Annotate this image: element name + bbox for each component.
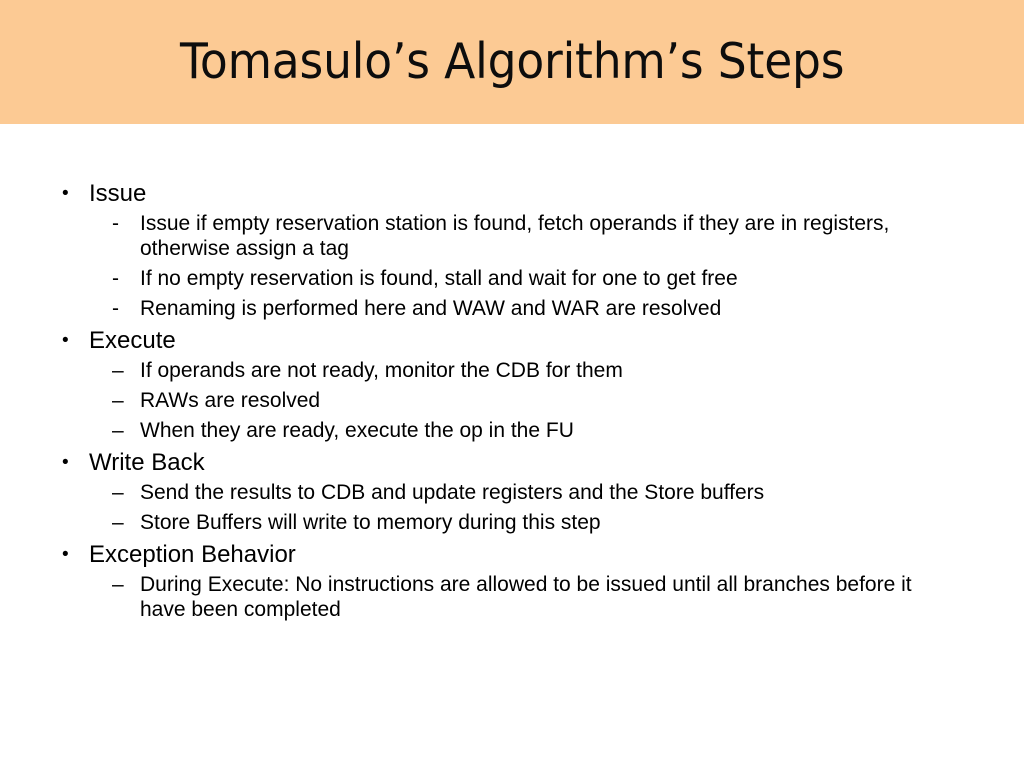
bullet-dot-icon: •	[62, 330, 69, 351]
sub-bullet-text: If operands are not ready, monitor the C…	[140, 359, 623, 382]
bullet-level2: – When they are ready, execute the op in…	[55, 418, 964, 443]
bullet-level2: – Send the results to CDB and update reg…	[55, 480, 964, 505]
bullet-level1: • Issue	[55, 179, 964, 209]
endash-marker-icon: –	[112, 389, 124, 412]
section-heading: Exception Behavior	[89, 541, 296, 568]
dash-marker-icon: -	[112, 267, 119, 290]
endash-marker-icon: –	[112, 511, 124, 534]
bullet-level1: • Exception Behavior	[55, 540, 964, 570]
sub-bullet-text: Renaming is performed here and WAW and W…	[140, 297, 722, 320]
bullet-level2: - Renaming is performed here and WAW and…	[55, 296, 964, 321]
bullet-level2: - Issue if empty reservation station is …	[55, 211, 964, 261]
endash-marker-icon: –	[112, 359, 124, 382]
section-heading: Write Back	[89, 449, 205, 476]
endash-marker-icon: –	[112, 481, 124, 504]
bullet-dot-icon: •	[62, 183, 69, 204]
sub-bullet-text: Issue if empty reservation station is fo…	[140, 212, 890, 260]
sub-bullet-text: During Execute: No instructions are allo…	[140, 573, 912, 621]
dash-marker-icon: -	[112, 297, 119, 320]
bullet-level2: – If operands are not ready, monitor the…	[55, 358, 964, 383]
sub-bullet-text: Store Buffers will write to memory durin…	[140, 511, 601, 534]
section-write-back: • Write Back – Send the results to CDB a…	[55, 448, 964, 535]
sub-bullet-text: Send the results to CDB and update regis…	[140, 481, 765, 504]
endash-marker-icon: –	[112, 573, 124, 596]
endash-marker-icon: –	[112, 419, 124, 442]
section-heading: Issue	[89, 180, 147, 207]
section-exception-behavior: • Exception Behavior – During Execute: N…	[55, 540, 964, 622]
bullet-level1: • Write Back	[55, 448, 964, 478]
bullet-level2: – Store Buffers will write to memory dur…	[55, 510, 964, 535]
slide-body: • Issue - Issue if empty reservation sta…	[0, 124, 1024, 768]
bullet-level2: - If no empty reservation is found, stal…	[55, 266, 964, 291]
section-execute: • Execute – If operands are not ready, m…	[55, 326, 964, 443]
bullet-level1: • Execute	[55, 326, 964, 356]
section-heading: Execute	[89, 327, 176, 354]
sub-bullet-text: When they are ready, execute the op in t…	[140, 419, 574, 442]
bullet-level2: – During Execute: No instructions are al…	[55, 572, 964, 622]
sub-bullet-text: RAWs are resolved	[140, 389, 321, 412]
sub-bullet-text: If no empty reservation is found, stall …	[140, 267, 738, 290]
bullet-dot-icon: •	[62, 544, 69, 565]
section-issue: • Issue - Issue if empty reservation sta…	[55, 179, 964, 321]
bullet-level2: – RAWs are resolved	[55, 388, 964, 413]
dash-marker-icon: -	[112, 212, 119, 235]
page-title: Tomasulo’s Algorithm’s Steps	[179, 33, 845, 91]
title-banner: Tomasulo’s Algorithm’s Steps	[0, 0, 1024, 124]
bullet-dot-icon: •	[62, 452, 69, 473]
